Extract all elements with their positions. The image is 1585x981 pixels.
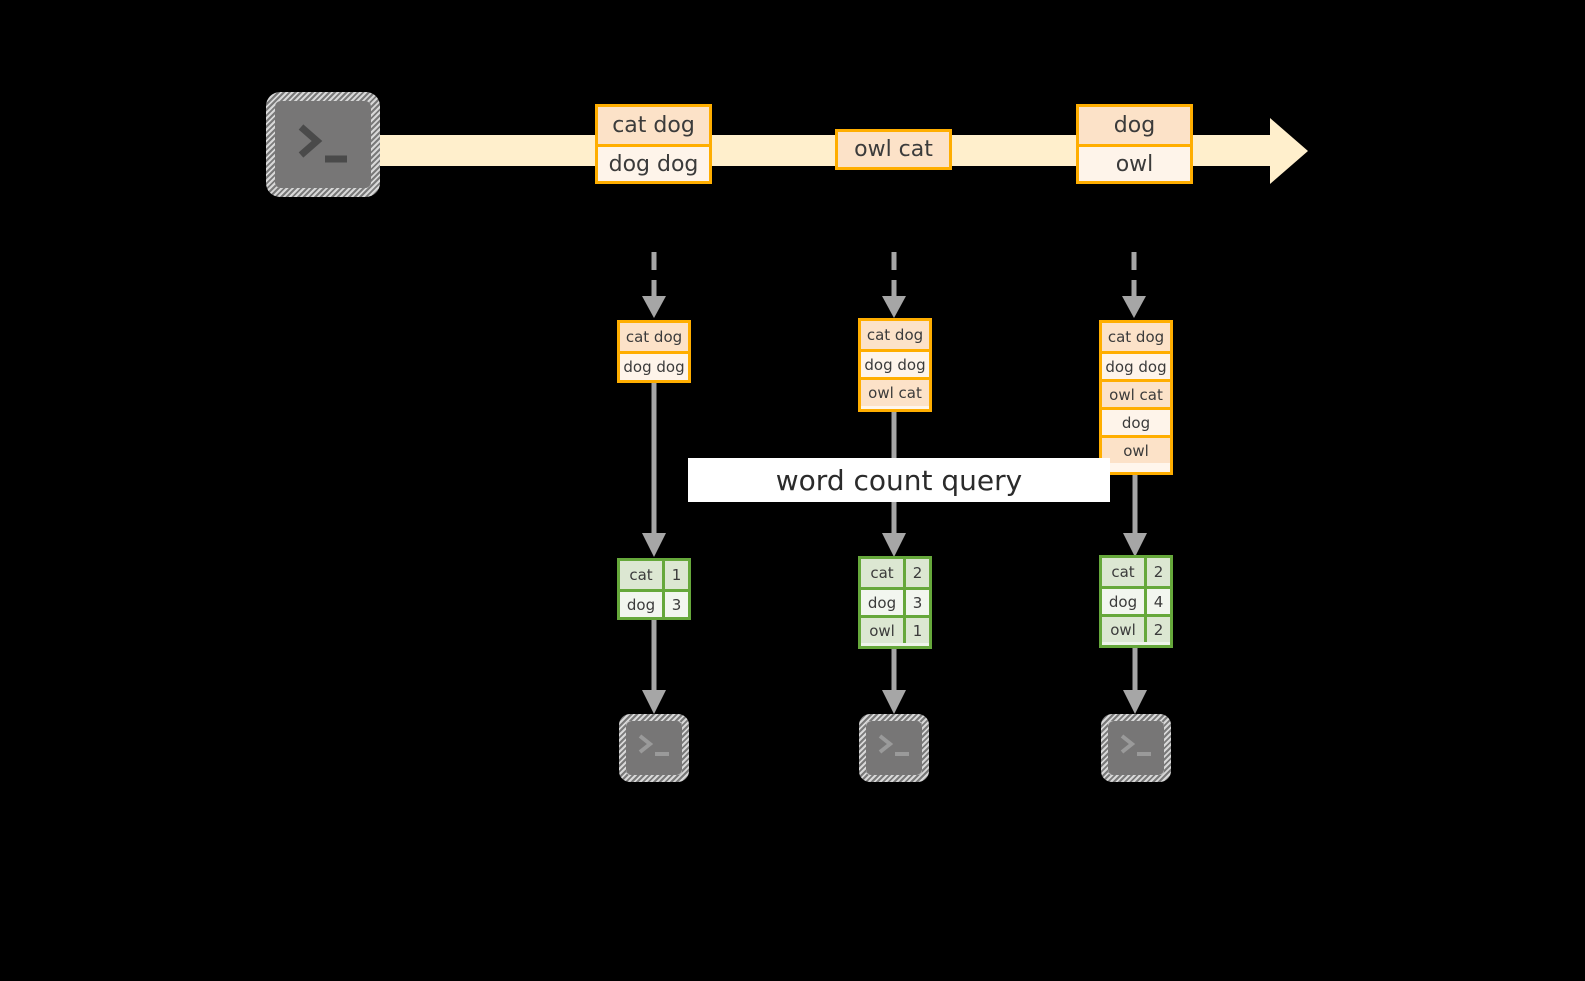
result-row: cat 1	[620, 561, 688, 589]
snapshot-3-input-table[interactable]: cat dog dog dog owl cat dog owl	[1099, 320, 1173, 475]
snapshot-input-row: cat dog	[620, 323, 688, 351]
snapshot-3-sink-arrow	[1123, 648, 1147, 714]
stream-record-3[interactable]: dog owl	[1076, 104, 1193, 184]
terminal-prompt-glyph	[638, 734, 669, 756]
stream-record-1[interactable]: cat dog dog dog	[595, 104, 712, 184]
snapshot-3-query-arrow	[1123, 475, 1147, 557]
result-word: cat	[1102, 558, 1147, 586]
stream-record-row: cat dog	[598, 107, 709, 144]
snapshot-input-row: dog dog	[620, 351, 688, 380]
result-count: 3	[665, 592, 688, 617]
snapshot-1-dashed-arrow	[642, 252, 666, 318]
result-count: 3	[906, 590, 929, 615]
result-word: owl	[1102, 617, 1147, 642]
result-word: owl	[861, 618, 906, 643]
snapshot-3-sink-terminal-icon[interactable]	[1101, 714, 1171, 782]
snapshot-input-row: dog dog	[1102, 351, 1170, 379]
snapshot-input-row: dog dog	[861, 349, 929, 377]
snapshot-input-row: dog	[1102, 407, 1170, 435]
snapshot-3-dashed-arrow	[1122, 252, 1146, 318]
terminal-prompt-glyph	[878, 734, 909, 756]
snapshot-2-input-table[interactable]: cat dog dog dog owl cat	[858, 318, 932, 412]
terminal-screen	[866, 721, 922, 775]
snapshot-2-result-table[interactable]: cat 2 dog 3 owl 1	[858, 556, 932, 649]
result-word: dog	[861, 590, 906, 615]
snapshot-1-query-arrow	[642, 383, 666, 557]
snapshot-input-row: owl	[1102, 435, 1170, 463]
snapshot-3-result-table[interactable]: cat 2 dog 4 owl 2	[1099, 555, 1173, 648]
result-row: cat 2	[861, 559, 929, 587]
snapshot-1-result-table[interactable]: cat 1 dog 3	[617, 558, 691, 620]
terminal-prompt-glyph	[1120, 734, 1151, 756]
result-row: dog 3	[620, 589, 688, 617]
result-row: owl 2	[1102, 614, 1170, 642]
stream-arrowhead	[1270, 118, 1308, 184]
snapshot-1-sink-arrow	[642, 620, 666, 714]
stream-record-row: dog dog	[598, 144, 709, 181]
result-word: cat	[861, 559, 906, 587]
result-count: 2	[1147, 558, 1170, 586]
result-row: dog 3	[861, 587, 929, 615]
stream-record-row: owl	[1079, 144, 1190, 181]
snapshot-input-row: owl cat	[1102, 379, 1170, 407]
snapshot-1-sink-terminal-icon[interactable]	[619, 714, 689, 782]
snapshot-input-row: cat dog	[1102, 323, 1170, 351]
snapshot-2-dashed-arrow	[882, 252, 906, 318]
snapshot-2-sink-terminal-icon[interactable]	[859, 714, 929, 782]
result-word: dog	[620, 592, 665, 617]
terminal-screen	[1108, 721, 1164, 775]
result-row: owl 1	[861, 615, 929, 643]
terminal-prompt-glyph	[298, 124, 347, 163]
result-count: 1	[665, 561, 688, 589]
result-count: 4	[1147, 589, 1170, 614]
stream-record-row: owl cat	[838, 132, 949, 167]
source-terminal-icon[interactable]	[266, 92, 380, 197]
terminal-screen	[626, 721, 682, 775]
query-label: word count query	[688, 458, 1110, 502]
result-count: 2	[1147, 617, 1170, 642]
snapshot-1-input-table[interactable]: cat dog dog dog	[617, 320, 691, 383]
result-row: cat 2	[1102, 558, 1170, 586]
result-word: dog	[1102, 589, 1147, 614]
result-word: cat	[620, 561, 665, 589]
stream-record-row: dog	[1079, 107, 1190, 144]
result-count: 2	[906, 559, 929, 587]
snapshot-input-row: owl cat	[861, 377, 929, 406]
stream-record-2[interactable]: owl cat	[835, 129, 952, 170]
snapshot-2-sink-arrow	[882, 649, 906, 714]
snapshot-input-row: cat dog	[861, 321, 929, 349]
result-count: 1	[906, 618, 929, 643]
terminal-screen	[275, 101, 371, 188]
result-row: dog 4	[1102, 586, 1170, 614]
